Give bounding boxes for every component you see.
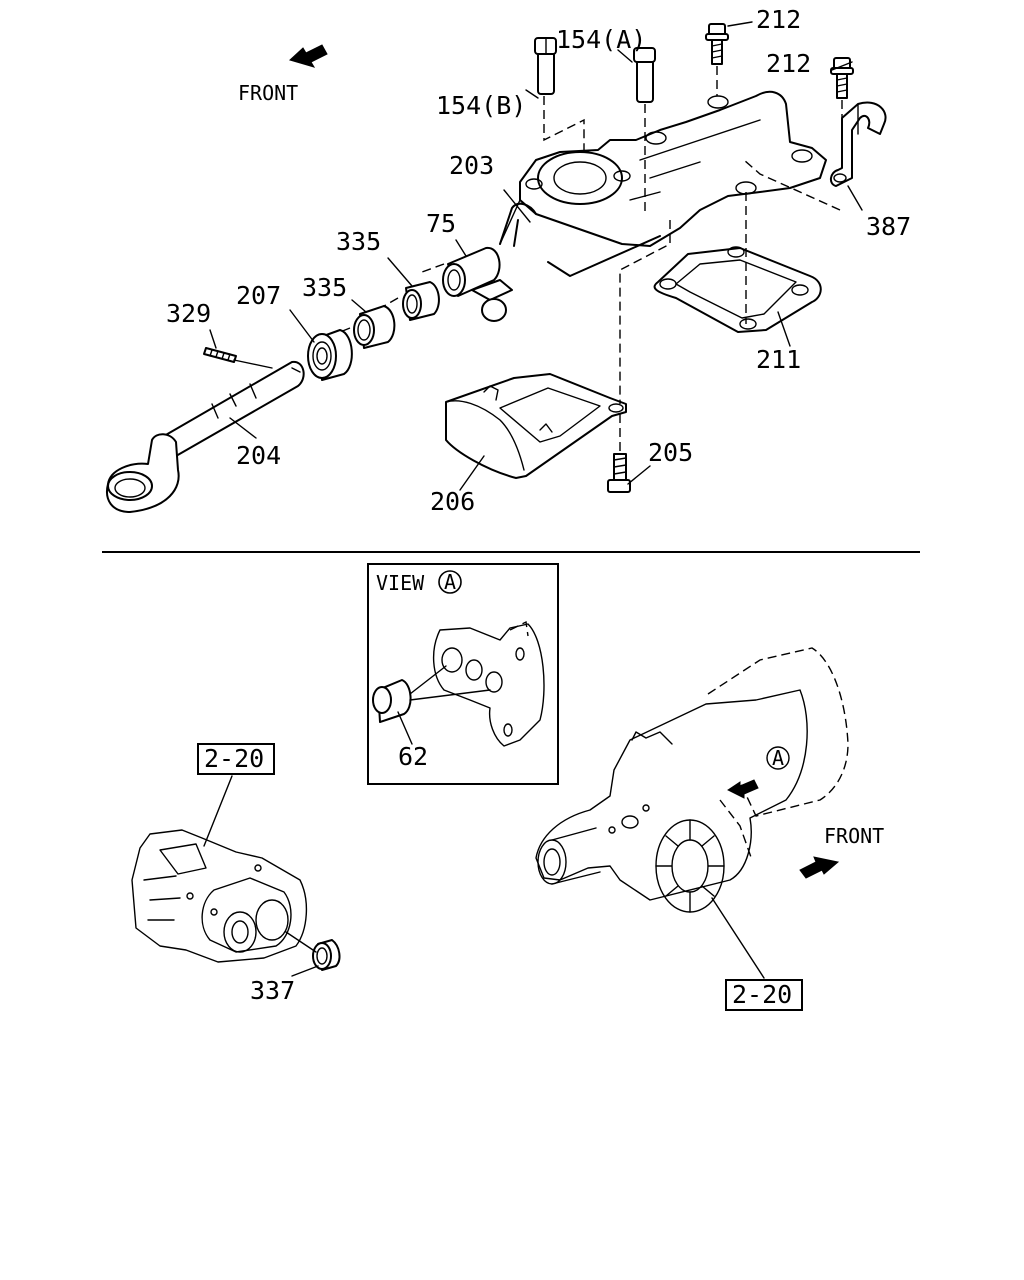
label-329: 329 bbox=[166, 299, 211, 328]
bolt-212a-part bbox=[705, 23, 729, 65]
label-211: 211 bbox=[756, 345, 801, 374]
pin-154a-part bbox=[633, 47, 656, 103]
ref-label-left: 2-20 bbox=[204, 744, 264, 773]
front-label-top: FRONT bbox=[238, 81, 298, 105]
front-arrow-bottom bbox=[799, 856, 840, 879]
bushing-335a-part bbox=[353, 305, 396, 349]
housing-206-part bbox=[445, 373, 627, 479]
bearing-207-part bbox=[307, 329, 353, 381]
pin-329-part bbox=[203, 347, 237, 363]
callout-a-letter: A bbox=[772, 746, 784, 770]
view-letter: A bbox=[444, 570, 456, 594]
view-label: VIEW bbox=[376, 571, 425, 595]
bushing-335b-part bbox=[402, 281, 440, 321]
bush-75-part bbox=[442, 246, 513, 322]
label-154b: 154(B) bbox=[436, 91, 526, 120]
label-205: 205 bbox=[648, 438, 693, 467]
ref-box-left bbox=[197, 743, 275, 775]
label-204: 204 bbox=[236, 441, 281, 470]
bolt-212b-part bbox=[830, 57, 854, 99]
view-a-inset bbox=[367, 563, 559, 785]
bracket-387-part bbox=[830, 101, 887, 187]
pin-154b-part bbox=[534, 37, 557, 95]
label-337: 337 bbox=[250, 976, 295, 1005]
label-212-top: 212 bbox=[756, 5, 801, 34]
leader-lines-bottom bbox=[203, 746, 790, 979]
transmission-right-part bbox=[535, 647, 849, 913]
ref-label-right: 2-20 bbox=[732, 980, 792, 1009]
label-207: 207 bbox=[236, 281, 281, 310]
ref-box-right bbox=[725, 979, 803, 1011]
leader-lines-top bbox=[209, 21, 863, 491]
shaft-204-part bbox=[106, 360, 305, 513]
label-206: 206 bbox=[430, 487, 475, 516]
bolt-205-part bbox=[607, 453, 631, 493]
label-335-upper: 335 bbox=[336, 227, 381, 256]
label-203: 203 bbox=[449, 151, 494, 180]
view-letter-circle bbox=[438, 570, 462, 594]
label-212-right: 212 bbox=[766, 49, 811, 78]
label-154a: 154(A) bbox=[556, 25, 646, 54]
front-label-bottom: FRONT bbox=[824, 824, 884, 848]
label-335-lower: 335 bbox=[302, 273, 347, 302]
front-arrow-top bbox=[289, 44, 328, 68]
gasket-211-part bbox=[653, 246, 822, 333]
label-62: 62 bbox=[398, 742, 428, 771]
cover-203-part bbox=[499, 90, 827, 277]
label-387: 387 bbox=[866, 212, 911, 241]
transmission-case-left-part bbox=[131, 829, 341, 971]
label-75: 75 bbox=[426, 209, 456, 238]
